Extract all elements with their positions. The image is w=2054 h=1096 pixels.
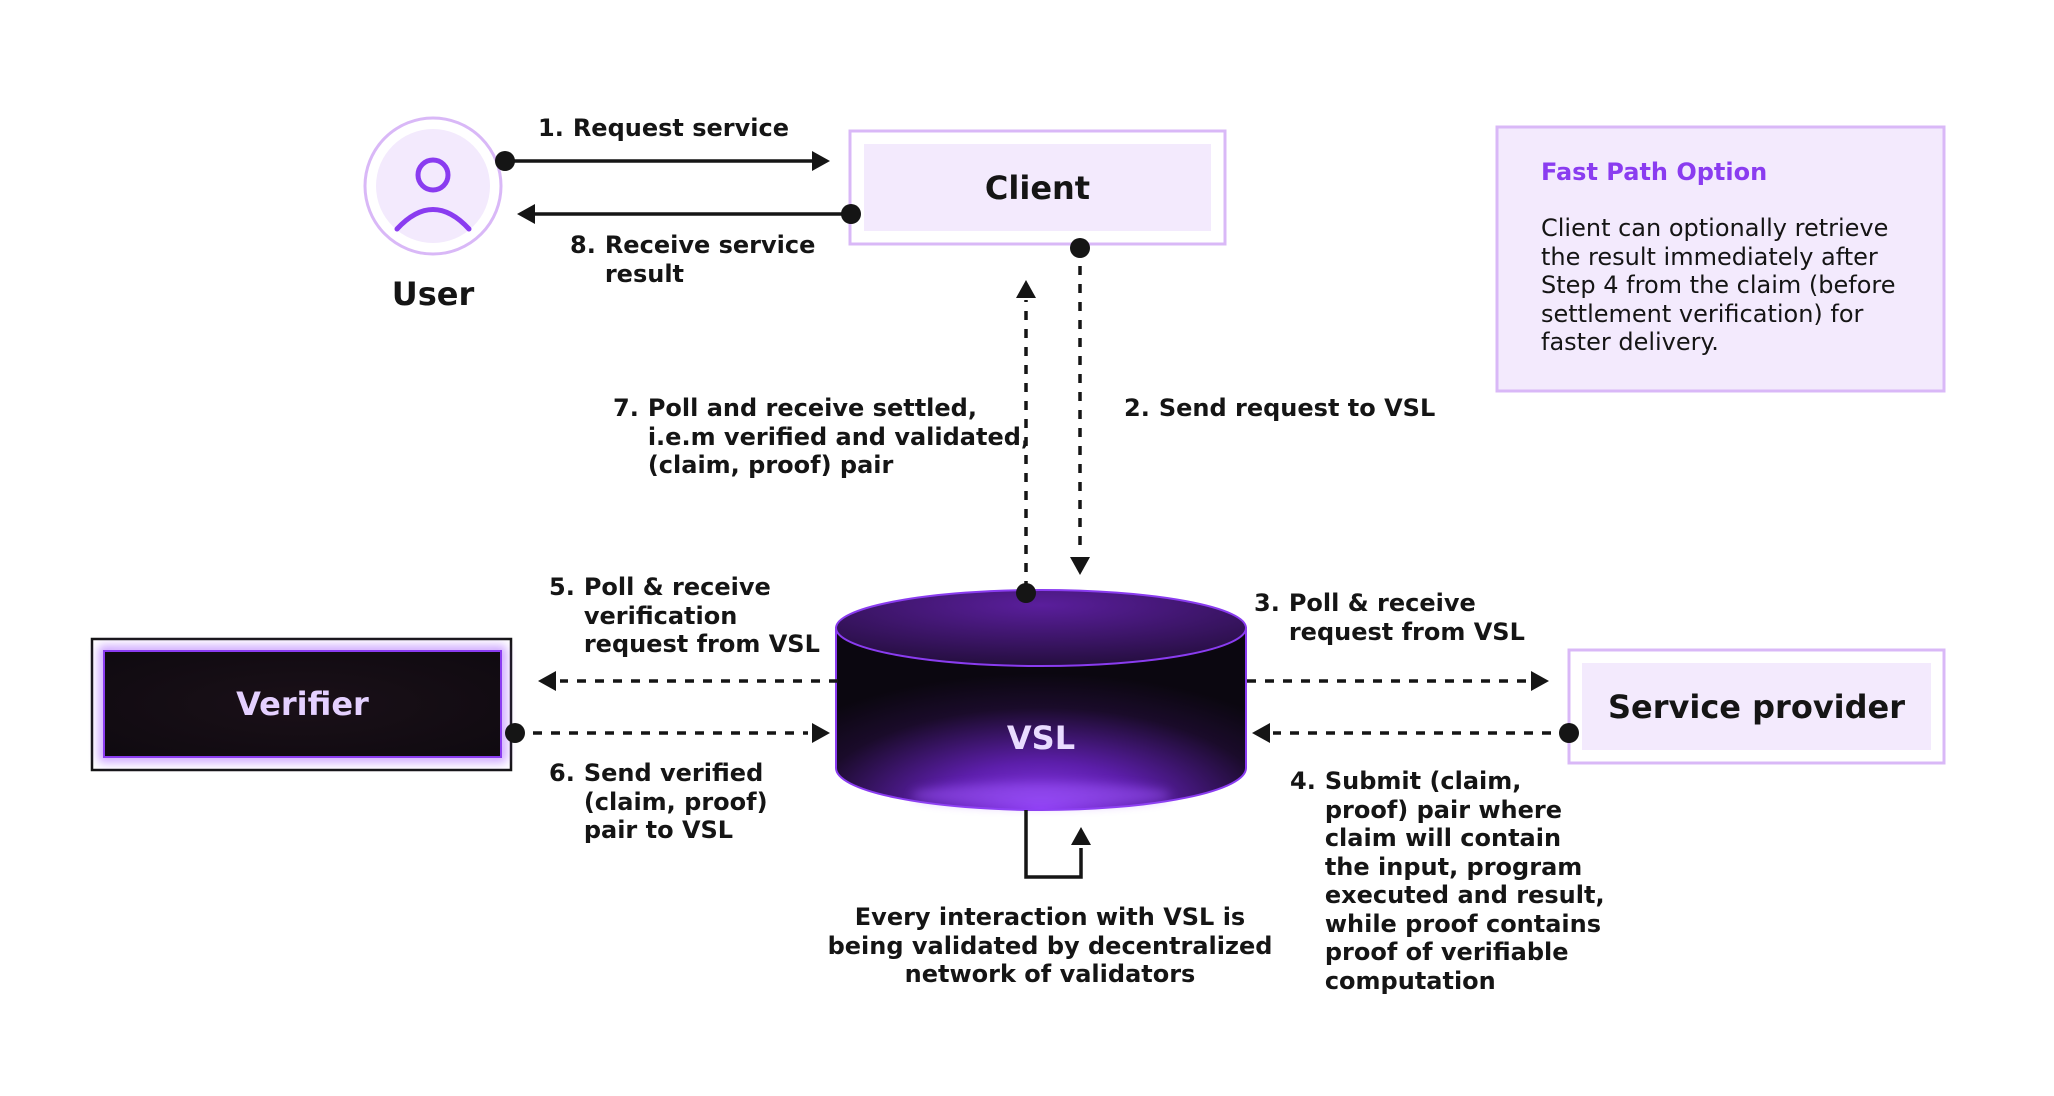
step-4-label: 4. Submit (claim, proof) pair where clai… bbox=[1290, 767, 1605, 995]
person-icon bbox=[394, 157, 472, 232]
validation-loop-arrow bbox=[1024, 810, 1091, 879]
step-4-number: 4. bbox=[1290, 767, 1316, 795]
verifier-box bbox=[90, 637, 513, 772]
vsl-label: VSL bbox=[1006, 719, 1076, 757]
arrow-step-5 bbox=[538, 671, 838, 691]
verifier-label: Verifier bbox=[236, 685, 369, 723]
step-2-label: 2. Send request to VSL bbox=[1124, 394, 1435, 423]
step-6-label: 6. Send verified (claim, proof) pair to … bbox=[549, 759, 768, 845]
step-8-text: Receive service result bbox=[604, 231, 816, 288]
arrow-step-7 bbox=[1016, 280, 1036, 603]
arrow-step-1 bbox=[495, 151, 830, 171]
user-avatar bbox=[363, 116, 503, 256]
arrow-step-2 bbox=[1070, 238, 1090, 575]
step-7-label: 7. Poll and receive settled, i.e.m verif… bbox=[613, 394, 1030, 480]
step-6-number: 6. bbox=[549, 759, 575, 787]
step-1-text: Request service bbox=[572, 114, 790, 142]
service-provider-box bbox=[1567, 648, 1946, 765]
step-2-text: Send request to VSL bbox=[1158, 394, 1436, 422]
step-7-text: Poll and receive settled, i.e.m verified… bbox=[647, 394, 1031, 479]
user-label: User bbox=[391, 275, 475, 313]
step-6-text: Send verified (claim, proof) pair to VSL bbox=[583, 759, 768, 844]
arrow-step-8 bbox=[517, 204, 861, 224]
step-3-number: 3. bbox=[1254, 589, 1280, 617]
arrow-step-4 bbox=[1252, 723, 1579, 743]
client-label: Client bbox=[984, 168, 1091, 207]
step-3-text: Poll & receive request from VSL bbox=[1288, 589, 1525, 646]
client-box bbox=[848, 129, 1227, 246]
vsl-cylinder bbox=[835, 589, 1247, 811]
step-1-number: 1. bbox=[538, 114, 564, 142]
step-7-number: 7. bbox=[613, 394, 639, 422]
step-2-number: 2. bbox=[1124, 394, 1150, 422]
fast-path-box bbox=[1495, 125, 1946, 393]
step-3-label: 3. Poll & receive request from VSL bbox=[1254, 589, 1525, 646]
step-5-text: Poll & receive verification request from… bbox=[583, 573, 820, 658]
step-5-number: 5. bbox=[549, 573, 575, 601]
step-5-label: 5. Poll & receive verification request f… bbox=[549, 573, 820, 659]
step-8-number: 8. bbox=[570, 231, 596, 259]
step-1-label: 1. Request service bbox=[538, 114, 789, 143]
step-4-text: Submit (claim, proof) pair where claim w… bbox=[1324, 767, 1605, 995]
fast-path-title: Fast Path Option bbox=[1541, 158, 1768, 186]
arrow-step-3 bbox=[1247, 671, 1549, 691]
step-8-label: 8. Receive service result bbox=[570, 231, 815, 288]
fast-path-body: Client can optionally retrieve the resul… bbox=[1541, 214, 1896, 356]
validation-note: Every interaction with VSL is being vali… bbox=[827, 903, 1273, 988]
service-provider-label: Service provider bbox=[1607, 687, 1906, 726]
arrow-step-6 bbox=[505, 723, 830, 743]
